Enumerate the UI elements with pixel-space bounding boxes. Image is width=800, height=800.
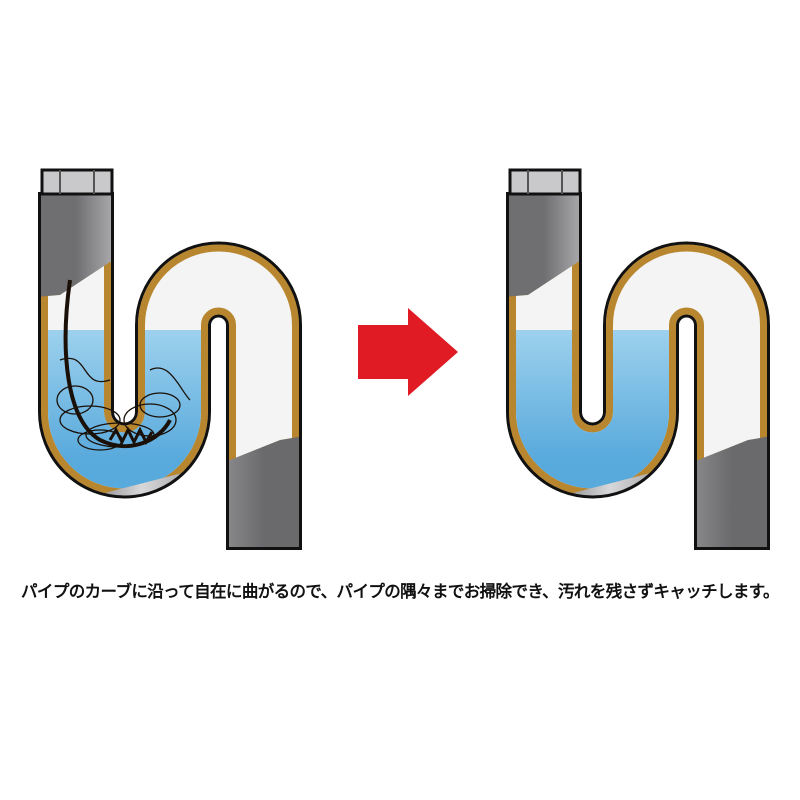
clogged-pipe <box>42 170 264 550</box>
hair-clog <box>56 279 191 451</box>
caption: パイプのカーブに沿って自在に曲がるので、パイプの隅々までお掃除でき、汚れを残さず… <box>21 582 780 601</box>
clean-pipe <box>510 170 732 550</box>
right-arrow-icon <box>358 308 458 396</box>
